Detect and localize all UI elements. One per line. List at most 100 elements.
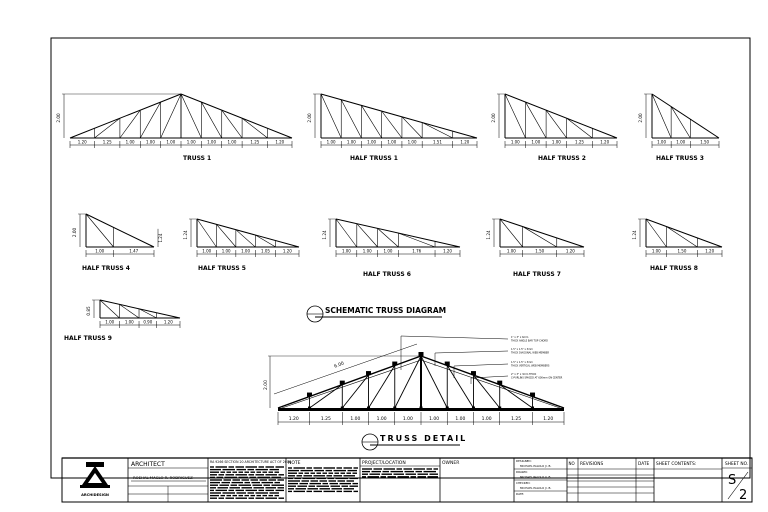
height-label: 2.00 [72, 228, 77, 238]
span-label: 1.00 [125, 320, 134, 325]
detail-span-label: 1.00 [455, 416, 465, 422]
truss-label: HALF TRUSS 9 [64, 335, 112, 342]
diagonal-web [377, 228, 399, 248]
code-reference: RA 9266 SECTION 20 ARCHITECTURE ACT OF 2… [210, 460, 291, 464]
project-label: PROJECT/LOCATION [362, 460, 406, 466]
span-label: 1.25 [103, 140, 112, 145]
diagonal-web [651, 93, 672, 139]
top-chord [85, 213, 155, 248]
detail-span-label: 1.00 [482, 416, 492, 422]
span-label: 1.20 [164, 320, 173, 325]
note-fine-print [288, 467, 358, 493]
purlin [306, 392, 312, 397]
detail-span-label: 1.00 [350, 416, 360, 422]
span-label: 1.47 [129, 249, 138, 254]
note-text: 2" x 3" x 3mm THICK [511, 373, 537, 376]
detail-span-label: 1.25 [321, 416, 331, 422]
span-label: 1.00 [95, 249, 104, 254]
span-label: 1.25 [250, 140, 259, 145]
span-label: 1.20 [78, 140, 87, 145]
truss-label: HALF TRUSS 8 [650, 265, 698, 272]
detail-height-label: 2.00 [263, 380, 269, 390]
diagonal-web [221, 109, 243, 139]
span-label: 1.50 [700, 140, 709, 145]
gusset-plate [419, 406, 423, 410]
logo-text: ARCHIDESIGN [81, 493, 109, 497]
truss-label: HALF TRUSS 3 [656, 155, 704, 162]
span-label: 0.90 [143, 320, 152, 325]
span-label: 1.00 [384, 249, 393, 254]
span-label: 1.00 [531, 140, 540, 145]
diagonal-web [196, 218, 217, 248]
detail-span-label: 1.20 [289, 416, 299, 422]
span-label: 1.76 [412, 249, 421, 254]
diagonal-web [119, 304, 140, 319]
note-label: NOTE [288, 460, 301, 466]
drawn-label: DRAWN: [516, 470, 528, 474]
detail-diagonal-web [420, 355, 448, 409]
span-label: 1.00 [126, 140, 135, 145]
span-label: 1.00 [652, 249, 661, 254]
diagonal-web [201, 101, 222, 139]
span-label: 1.00 [511, 140, 520, 145]
detail-diagonal-web [368, 365, 396, 409]
detail-diagonal-web [473, 374, 501, 409]
span-label: 1.00 [342, 249, 351, 254]
purlin [497, 380, 503, 385]
sheet-letter: S [728, 473, 736, 488]
side-height-label: 1.24 [158, 233, 163, 242]
designed-label: DESIGNED: [516, 459, 532, 463]
sheet-contents-label: SHEET CONTENTS: [656, 461, 696, 467]
span-label: 1.00 [676, 140, 685, 145]
diagonal-web [525, 101, 547, 139]
span-label: 1.00 [552, 140, 561, 145]
span-label: 1.20 [566, 249, 575, 254]
purlin [339, 380, 345, 385]
diagonal-web [320, 93, 342, 139]
truss-label: HALF TRUSS 2 [538, 155, 586, 162]
diagonal-web [85, 213, 114, 248]
diagonal-web [340, 99, 362, 139]
diagonal-web [255, 234, 276, 248]
top-chord [499, 218, 585, 248]
architect-fine-print [210, 466, 284, 499]
truss-label: HALF TRUSS 7 [513, 271, 561, 278]
gusset-plate [367, 406, 371, 410]
span-label: 1.00 [105, 320, 114, 325]
span-label: 1.50 [535, 249, 544, 254]
logo-cell [61, 457, 129, 503]
purlin [530, 392, 536, 397]
height-label: 2.00 [491, 113, 496, 123]
span-label: 1.00 [202, 249, 211, 254]
truss-label: TRUSS 1 [183, 155, 211, 162]
detail-diagonal-web [499, 384, 533, 409]
rafter-dimension-line [273, 343, 418, 395]
architect-label: ARCHITECT [131, 461, 165, 468]
owner-label: OWNER [442, 460, 459, 466]
diagonal-web [401, 116, 423, 139]
height-label: 2.00 [56, 113, 61, 123]
span-label: 1.00 [387, 140, 396, 145]
truss-label: HALF TRUSS 1 [350, 155, 398, 162]
sheet-number-slash [727, 471, 749, 500]
schematic-title: SCHEMATIC TRUSS DIAGRAM [325, 306, 446, 315]
diagonal-web [180, 93, 202, 139]
diagonal-web [361, 105, 382, 139]
height-label: 0.85 [86, 306, 91, 316]
span-label: 1.00 [146, 140, 155, 145]
detail-top-chord-inner [420, 359, 561, 409]
purlin [392, 361, 398, 366]
span-label: 1.00 [187, 140, 196, 145]
truss-detail-title: TRUSS DETAIL [380, 434, 467, 443]
diagonal-web [94, 117, 121, 139]
purlin [444, 361, 450, 366]
diagonal-web [645, 218, 667, 248]
span-label: 1.00 [241, 249, 250, 254]
gusset-plate [340, 406, 344, 410]
